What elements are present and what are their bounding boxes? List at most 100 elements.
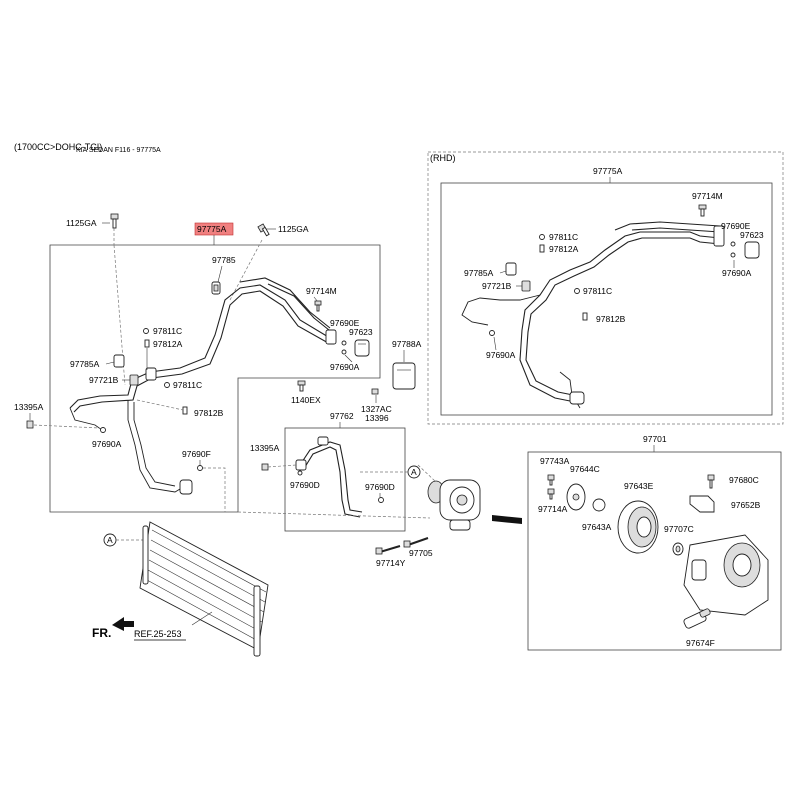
label-97785[interactable]: 97785 <box>212 255 236 265</box>
sensor-cap-icon <box>744 241 760 259</box>
label-97775a[interactable]: 97775A <box>197 224 227 234</box>
valve-core-icon <box>182 406 188 415</box>
hub-plate-icon <box>566 483 586 511</box>
label-1327ac[interactable]: 1327AC <box>361 404 392 414</box>
main-assembly: 97775A 1125GA 1125GA 97785 <box>14 213 381 513</box>
screw-icon <box>261 463 269 471</box>
overlay-caption: KIA SEDAN F116 - 97775A <box>76 147 161 154</box>
rhd-label-97811c-upper[interactable]: 97811C <box>549 232 578 242</box>
rhd-label-97690a-left[interactable]: 97690A <box>486 350 516 360</box>
o-ring-icon <box>164 382 170 388</box>
label-97690d-right[interactable]: 97690D <box>365 482 395 492</box>
label-1140ex[interactable]: 1140EX <box>291 395 321 405</box>
o-ring-icon <box>297 470 303 476</box>
pulley-icon <box>617 500 659 554</box>
rhd-label-97721b[interactable]: 97721B <box>482 281 512 291</box>
sensor-cap-icon <box>354 339 370 357</box>
label-97690a-left[interactable]: 97690A <box>92 439 122 449</box>
rhd-label-97785a[interactable]: 97785A <box>464 268 494 278</box>
engine-spec-label: (1700CC>DOHC-TCI) <box>14 142 102 152</box>
front-arrow-icon <box>112 617 134 631</box>
screw-icon <box>547 474 555 486</box>
o-ring-icon <box>341 349 347 355</box>
label-97707c[interactable]: 97707C <box>664 524 694 534</box>
label-97690d-left[interactable]: 97690D <box>290 480 320 490</box>
ref-link[interactable]: REF.25-253 <box>134 629 182 639</box>
o-ring-icon <box>378 497 384 503</box>
bolt-icon <box>375 545 401 555</box>
label-97812b[interactable]: 97812B <box>194 408 224 418</box>
label-97811c-lower[interactable]: 97811C <box>173 380 202 390</box>
pipe-end-fitting <box>145 329 337 495</box>
arrow-icon <box>492 515 522 524</box>
control-valve-icon <box>683 608 711 629</box>
screw-icon <box>297 380 306 392</box>
label-13396[interactable]: 13396 <box>365 413 389 423</box>
discharge-hose-assembly: 13395A 97690D 97690D <box>250 427 406 532</box>
rhd-label-97690a-right[interactable]: 97690A <box>722 268 752 278</box>
callout-a-label[interactable]: A <box>411 467 417 477</box>
rhd-assembly-frame <box>440 182 773 416</box>
label-97714a[interactable]: 97714A <box>538 504 568 514</box>
label-97762[interactable]: 97762 <box>330 411 354 421</box>
rhd-label-97714m[interactable]: 97714M <box>692 191 723 201</box>
o-ring-icon <box>730 252 736 258</box>
rhd-label-97811c-lower[interactable]: 97811C <box>583 286 612 296</box>
label-97812a[interactable]: 97812A <box>153 339 183 349</box>
label-97705[interactable]: 97705 <box>409 548 433 558</box>
discharge-hose-frame <box>284 427 406 532</box>
clip-icon <box>113 354 125 368</box>
clip-icon <box>521 280 531 292</box>
pipe-end-fitting <box>713 225 725 247</box>
rhd-label-97812b[interactable]: 97812B <box>596 314 626 324</box>
rhd-label-97690e[interactable]: 97690E <box>721 221 751 231</box>
label-1125ga-right[interactable]: 1125GA <box>278 224 309 234</box>
bracket-icon <box>689 495 715 513</box>
label-97743a[interactable]: 97743A <box>540 456 570 466</box>
o-ring-icon <box>489 330 495 336</box>
label-97714y[interactable]: 97714Y <box>376 558 406 568</box>
label-1125ga-left[interactable]: 1125GA <box>66 218 97 228</box>
label-97714m[interactable]: 97714M <box>306 286 337 296</box>
label-97674f[interactable]: 97674F <box>686 638 715 648</box>
label-97623[interactable]: 97623 <box>349 327 373 337</box>
front-direction-label: FR. <box>92 626 111 640</box>
label-97652b[interactable]: 97652B <box>731 500 761 510</box>
label-97701[interactable]: 97701 <box>643 434 667 444</box>
rhd-label: (RHD) <box>430 153 456 163</box>
rhd-label-97812a[interactable]: 97812A <box>549 244 579 254</box>
label-13395a-center[interactable]: 13395A <box>250 443 280 453</box>
label-97785a[interactable]: 97785A <box>70 359 100 369</box>
snap-ring-icon <box>592 498 606 512</box>
label-97690f[interactable]: 97690F <box>182 449 211 459</box>
compressor-body-icon <box>683 534 769 616</box>
rhd-label-97775a[interactable]: 97775A <box>593 166 623 176</box>
rhd-label-97623[interactable]: 97623 <box>740 230 764 240</box>
o-ring-icon <box>730 241 736 247</box>
label-13395a-left[interactable]: 13395A <box>14 402 44 412</box>
label-97721b[interactable]: 97721B <box>89 375 119 385</box>
label-97690a-right[interactable]: 97690A <box>330 362 360 372</box>
label-97643e[interactable]: 97643E <box>624 481 654 491</box>
o-ring-icon <box>539 234 545 240</box>
rhd-pipe-assembly <box>461 221 721 409</box>
o-ring-icon <box>341 340 347 346</box>
screw-icon <box>707 474 715 489</box>
pipe-end-fitting <box>569 391 585 405</box>
label-97811c-upper[interactable]: 97811C <box>153 326 182 336</box>
pipe-end-fitting <box>295 459 307 471</box>
clip-icon <box>505 262 517 276</box>
label-97644c[interactable]: 97644C <box>570 464 600 474</box>
screw-icon <box>698 204 707 217</box>
callout-a-label[interactable]: A <box>107 535 113 545</box>
label-97643a[interactable]: 97643A <box>582 522 612 532</box>
valve-core-icon <box>144 339 150 348</box>
clip-icon <box>129 374 139 386</box>
main-assembly-frame <box>49 244 381 513</box>
label-97788a[interactable]: 97788A <box>392 339 422 349</box>
label-97680c[interactable]: 97680C <box>729 475 759 485</box>
valve-core-icon <box>539 244 545 253</box>
label-97690e[interactable]: 97690E <box>330 318 360 328</box>
bolt-icon <box>110 213 119 229</box>
